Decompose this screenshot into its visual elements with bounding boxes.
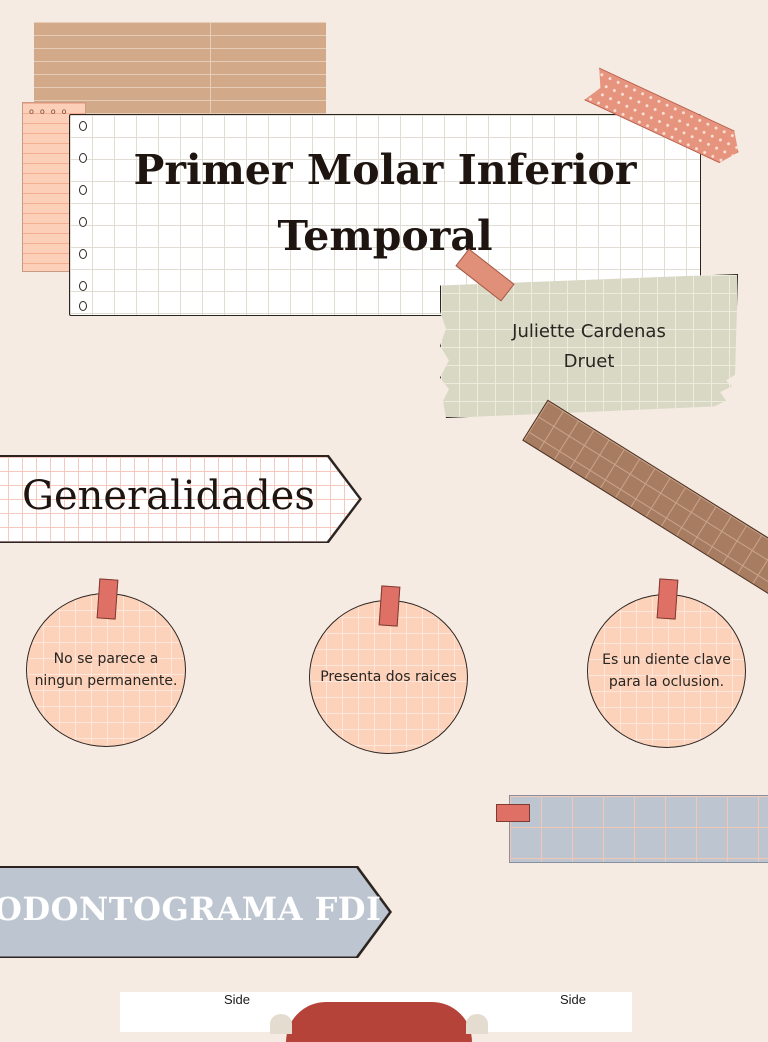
binder-hole: [79, 121, 87, 131]
tooth-illustration-edge: [270, 1014, 292, 1034]
binder-hole: [79, 217, 87, 227]
binder-hole: [79, 153, 87, 163]
fact-circle: Presenta dos raices: [309, 600, 468, 754]
tooth-illustration-edge: [466, 1014, 488, 1034]
grid-panel-decoration: [509, 795, 768, 863]
fact-circle: No se parece a ningun permanente.: [26, 593, 186, 747]
fact-text: No se parece a ningun permanente.: [34, 651, 178, 689]
title-line-2: Temporal: [277, 212, 493, 260]
binder-hole: [79, 185, 87, 195]
binder-hole: [79, 301, 87, 311]
washi-tape-decoration: [522, 399, 768, 601]
author-name: Juliette Cardenas Druet: [441, 317, 737, 377]
author-line-1: Juliette Cardenas: [512, 321, 666, 342]
side-label-left: Side: [224, 992, 251, 1007]
generalidades-banner: Generalidades: [0, 455, 362, 543]
tooth-illustration: [286, 1002, 472, 1042]
title-card: Primer Molar Inferior Temporal: [69, 114, 701, 316]
section-heading-odontograma: ODONTOGRAMA FDI: [0, 890, 382, 928]
page-title: Primer Molar Inferior Temporal: [70, 137, 700, 269]
odontograma-banner: ODONTOGRAMA FDI: [0, 866, 392, 958]
banner-fill: [0, 867, 389, 957]
banner-fill: [0, 456, 360, 542]
pin-tape: [378, 585, 401, 627]
fact-text: Presenta dos raices: [320, 669, 457, 685]
binder-hole: [79, 249, 87, 259]
binder-hole: [79, 281, 87, 291]
fact-circle: Es un diente clave para la oclusion.: [587, 594, 746, 748]
pin-tape: [96, 578, 119, 620]
section-heading-generalidades: Generalidades: [22, 473, 315, 519]
author-line-2: Druet: [563, 351, 615, 372]
fact-text: Es un diente clave para la oclusion.: [602, 652, 731, 690]
pin-tape: [656, 578, 679, 620]
tooth-diagram-image: Side Side: [120, 992, 632, 1042]
title-line-1: Primer Molar Inferior: [133, 146, 637, 194]
tab-tape-decoration: [496, 804, 530, 822]
author-card: Juliette Cardenas Druet: [440, 274, 738, 418]
side-label-right: Side: [560, 992, 587, 1007]
